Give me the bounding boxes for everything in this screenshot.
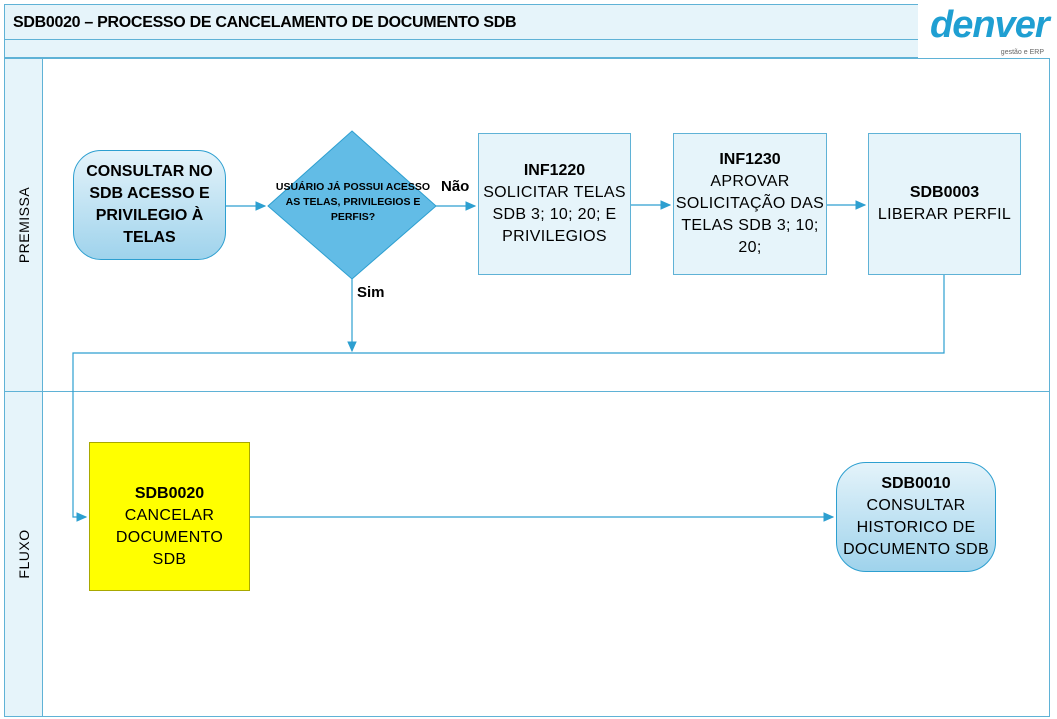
end-node-sdb0010: SDB0010 CONSULTAR HISTORICO DE DOCUMENTO… [836,462,996,572]
start-node: CONSULTAR NO SDB ACESSO E PRIVILEGIO À T… [73,150,226,260]
inf1230-text: APROVAR SOLICITAÇÃO DAS TELAS SDB 3; 10;… [675,173,825,256]
lane-fluxo: FLUXO [4,391,1050,717]
denver-logo: denver gestão e ERP [918,2,1050,58]
inf1220-text: SOLICITAR TELAS SDB 3; 10; 20; E PRIVILE… [483,184,626,245]
label-yes: Sim [357,284,385,301]
diagram-title: SDB0020 – PROCESSO DE CANCELAMENTO DE DO… [13,14,517,31]
lane-header-fluxo: FLUXO [5,392,43,716]
decision-text: USUÁRIO JÁ POSSUI ACESSO AS TELAS, PRIVI… [275,181,431,223]
label-no: Não [441,178,470,195]
logo-wordmark: denver [930,4,1050,46]
sdb0020-text: CANCELAR DOCUMENTO SDB [115,507,224,568]
edge-sdb0003-to-sdb0020 [72,275,945,522]
process-sdb0003: SDB0003 LIBERAR PERFIL [868,133,1021,275]
sdb0010-text: CONSULTAR HISTORICO DE DOCUMENTO SDB [843,497,989,558]
process-sdb0020: SDB0020 CANCELAR DOCUMENTO SDB [89,442,250,591]
title-bar: SDB0020 – PROCESSO DE CANCELAMENTO DE DO… [4,4,1050,40]
lane-header-premissa: PREMISSA [5,59,43,391]
sdb0003-code: SDB0003 [909,184,980,201]
logo-tagline: gestão e ERP [1000,49,1044,56]
process-inf1230: INF1230 APROVAR SOLICITAÇÃO DAS TELAS SD… [673,133,827,275]
inf1230-code: INF1230 [719,151,781,168]
sdb0020-code: SDB0020 [134,485,205,502]
process-inf1220: INF1220 SOLICITAR TELAS SDB 3; 10; 20; E… [478,133,631,275]
inf1220-code: INF1220 [523,162,586,179]
start-node-text: CONSULTAR NO SDB ACESSO E PRIVILEGIO À T… [86,163,213,246]
sdb0003-text: LIBERAR PERFIL [877,206,1012,223]
sdb0010-code: SDB0010 [881,475,951,492]
